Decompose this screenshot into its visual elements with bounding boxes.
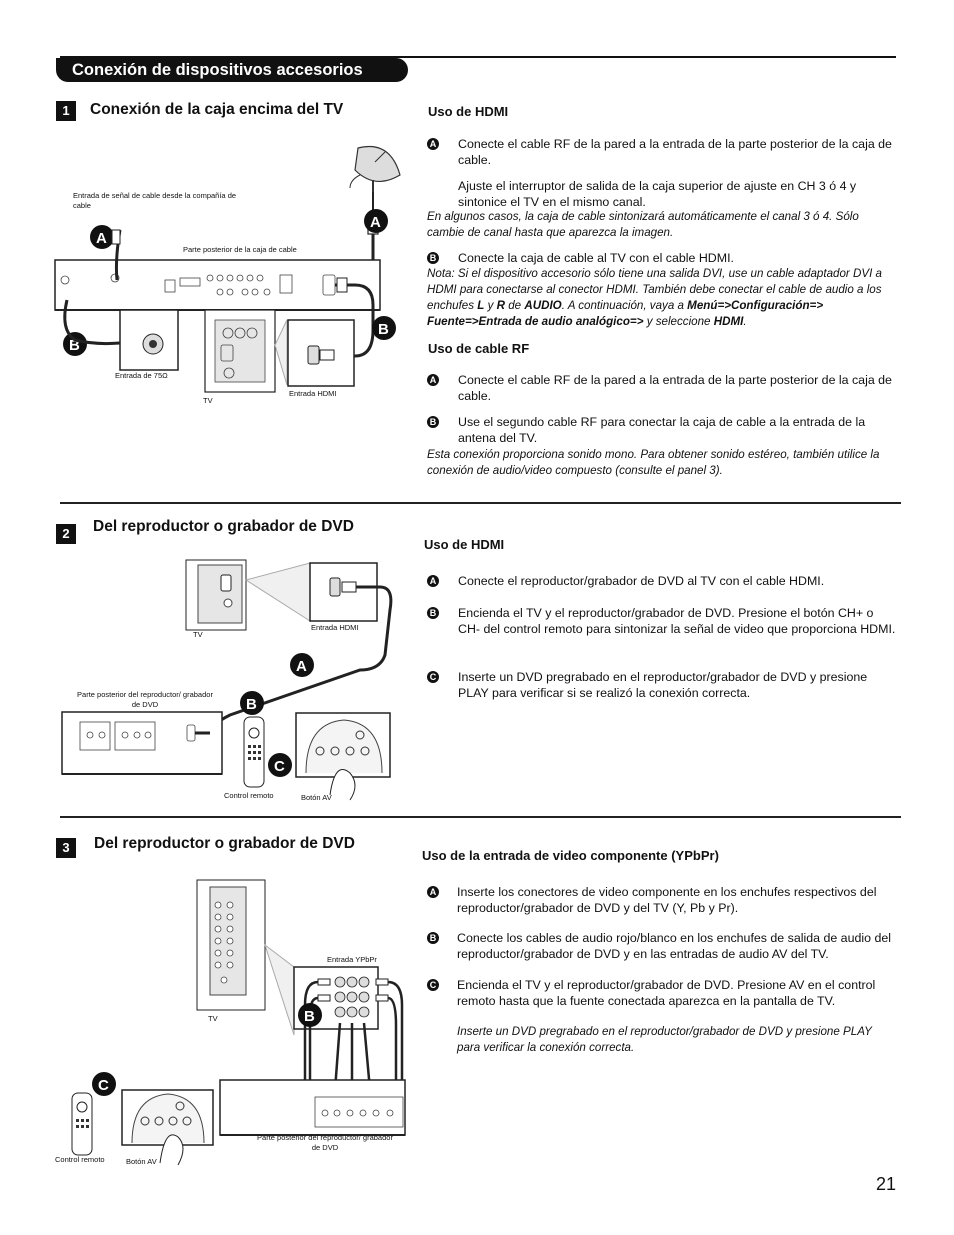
- figure-2-letter-a: A: [296, 658, 307, 675]
- s3-heading: Uso de la entrada de video componente (Y…: [422, 848, 719, 863]
- figure-letter-b-left: B: [69, 337, 80, 354]
- divider-1: [60, 502, 901, 504]
- section-3-title: Del reproductor o grabador de DVD: [94, 835, 355, 852]
- page-title: Conexión de dispositivos accesorios: [56, 58, 408, 82]
- figure-letter-a-left: A: [96, 230, 107, 247]
- s1-hdmi-a1: Conecte el cable RF de la pared a la ent…: [458, 137, 892, 167]
- s3-bullet-b: B: [427, 932, 439, 944]
- figure-2-letter-c: C: [274, 758, 285, 775]
- s2-a: Conecte el reproductor/grabador de DVD a…: [458, 574, 825, 588]
- caption-hdmi-input-1: Entrada HDMI: [289, 389, 337, 398]
- satellite-dish-icon: [349, 146, 401, 192]
- s3-c: Encienda el TV y el reproductor/grabador…: [457, 978, 876, 1008]
- dvd-hdmi-diagram: A B C: [61, 559, 393, 801]
- caption-remote-3: Control remoto: [55, 1155, 105, 1164]
- caption-remote-2: Control remoto: [224, 791, 274, 800]
- caption-cable-signal: Entrada de señal de cable desde la compa…: [73, 191, 237, 210]
- s1-hdmi-note2: Nota: Si el dispositivo accesorio sólo t…: [427, 267, 882, 328]
- s1-hdmi-a2: Ajuste el interruptor de salida de la ca…: [458, 179, 857, 209]
- caption-75-input: Entrada de 75Ω: [115, 371, 168, 380]
- remote-control-icon-3: [71, 1092, 93, 1156]
- section-2-title: Del reproductor o grabador de DVD: [93, 518, 354, 535]
- section-3-number: 3: [56, 838, 76, 858]
- figure-3-letter-c: C: [98, 1077, 109, 1094]
- s2-hdmi-heading: Uso de HDMI: [424, 537, 505, 552]
- caption-tv-3: TV: [208, 1014, 218, 1023]
- s1-hdmi-b: Conecte la caja de cable al TV con el ca…: [458, 251, 734, 265]
- remote-control-icon: [243, 716, 265, 788]
- s1-rf-heading: Uso de cable RF: [428, 341, 530, 356]
- s1-hdmi-note1: En algunos casos, la caja de cable sinto…: [427, 210, 859, 239]
- caption-ypbpr-input: Entrada YPbPr: [327, 955, 377, 964]
- dvd-ypbpr-diagram: B C: [71, 879, 406, 1166]
- s1-bullet-a: A: [427, 138, 439, 150]
- s3-note: Inserte un DVD pregrabado en el reproduc…: [457, 1025, 872, 1054]
- s1-rf-note: Esta conexión proporciona sonido mono. P…: [427, 448, 880, 477]
- s2-bullet-a: A: [427, 575, 439, 587]
- s2-c: Inserte un DVD pregrabado en el reproduc…: [458, 670, 868, 700]
- figure-3-letter-b: B: [304, 1008, 315, 1025]
- s2-bullet-c: C: [427, 671, 439, 683]
- s1-rf-bullet-b: B: [427, 416, 439, 428]
- figure-2-letter-b: B: [246, 696, 257, 713]
- caption-dvd-back-2: Parte posterior del reproductor/ grabado…: [77, 690, 213, 709]
- s1-rf-a: Conecte el cable RF de la pared a la ent…: [458, 373, 892, 403]
- s1-rf-bullet-a: A: [427, 374, 439, 386]
- caption-av-button-2: Botón AV: [301, 793, 332, 802]
- page-number: 21: [875, 1174, 896, 1194]
- s2-bullet-b: B: [427, 607, 439, 619]
- section-2-number: 2: [56, 524, 76, 544]
- caption-cable-box: Parte posterior de la caja de cable: [183, 245, 297, 254]
- caption-tv-1: TV: [203, 396, 213, 405]
- caption-hdmi-input-2: Entrada HDMI: [311, 623, 359, 632]
- s1-rf-b: Use el segundo cable RF para conectar la…: [458, 415, 866, 445]
- caption-tv-2: TV: [193, 630, 203, 639]
- s1-hdmi-heading: Uso de HDMI: [428, 104, 509, 119]
- header-rule: [60, 56, 896, 58]
- caption-av-button-3: Botón AV: [126, 1157, 157, 1166]
- caption-dvd-back-3: Parte posterior del reproductor/ grabado…: [257, 1133, 393, 1152]
- s2-b: Encienda el TV y el reproductor/grabador…: [458, 606, 896, 636]
- section-1-number: 1: [56, 101, 76, 121]
- cable-box-diagram: A A B B: [54, 146, 401, 393]
- s3-b: Conecte los cables de audio rojo/blanco …: [457, 931, 891, 961]
- s3-a: Inserte los conectores de video componen…: [457, 885, 877, 915]
- s3-bullet-c: C: [427, 979, 439, 991]
- section-1-title: Conexión de la caja encima del TV: [90, 101, 344, 118]
- figure-letter-b-right: B: [378, 321, 389, 338]
- s1-bullet-b: B: [427, 252, 439, 264]
- divider-2: [60, 816, 901, 818]
- figure-letter-a-right: A: [370, 214, 381, 231]
- s3-bullet-a: A: [427, 886, 439, 898]
